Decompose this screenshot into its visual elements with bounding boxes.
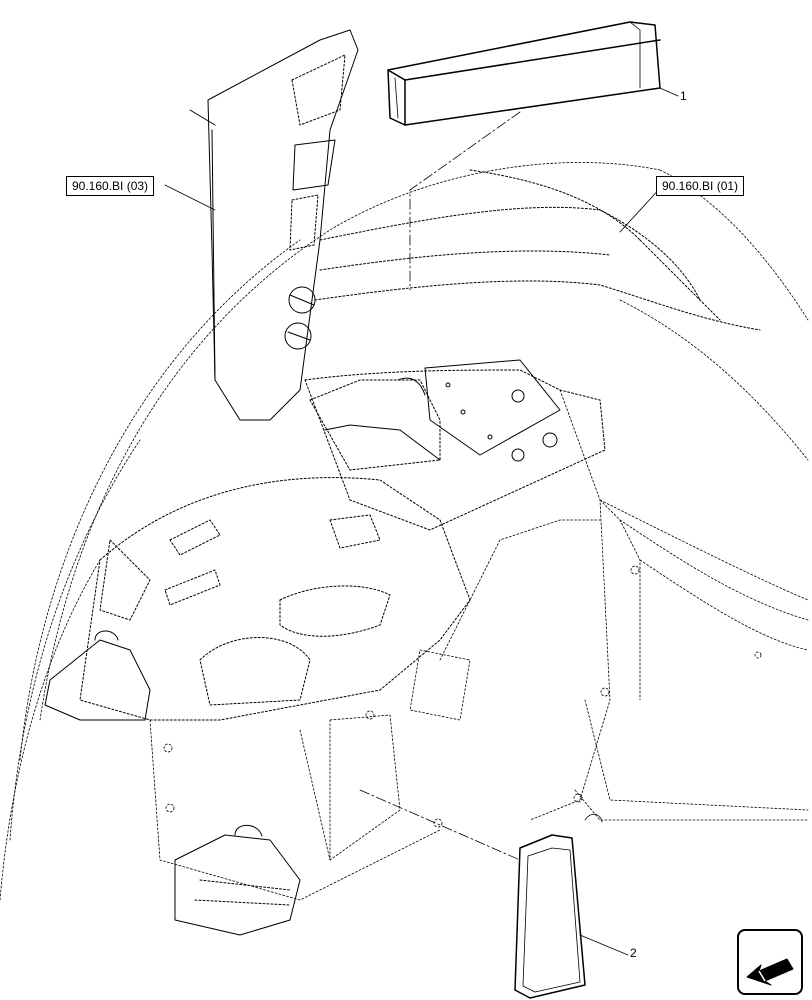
assembly-lines [359, 111, 521, 861]
reference-label-left[interactable]: 90.160.BI (03) [66, 176, 155, 196]
callout-part-2: 2 [630, 946, 637, 960]
upper-console [314, 169, 761, 331]
rear-wall [409, 389, 809, 828]
rear-console [304, 359, 606, 531]
lever-boots [44, 630, 301, 936]
a-pillar-trim [189, 29, 359, 421]
callout-part-1: 1 [680, 89, 687, 103]
cab-shell [0, 162, 809, 901]
reference-label-right[interactable]: 90.160.BI (01) [656, 176, 745, 196]
leader-lines [164, 87, 679, 956]
part-2-cover [514, 834, 586, 999]
left-console [79, 477, 471, 721]
part-1-filter [387, 21, 661, 126]
lower-left-panel [149, 710, 441, 901]
next-page-button[interactable] [737, 929, 803, 995]
next-page-arrow-icon [746, 958, 794, 986]
